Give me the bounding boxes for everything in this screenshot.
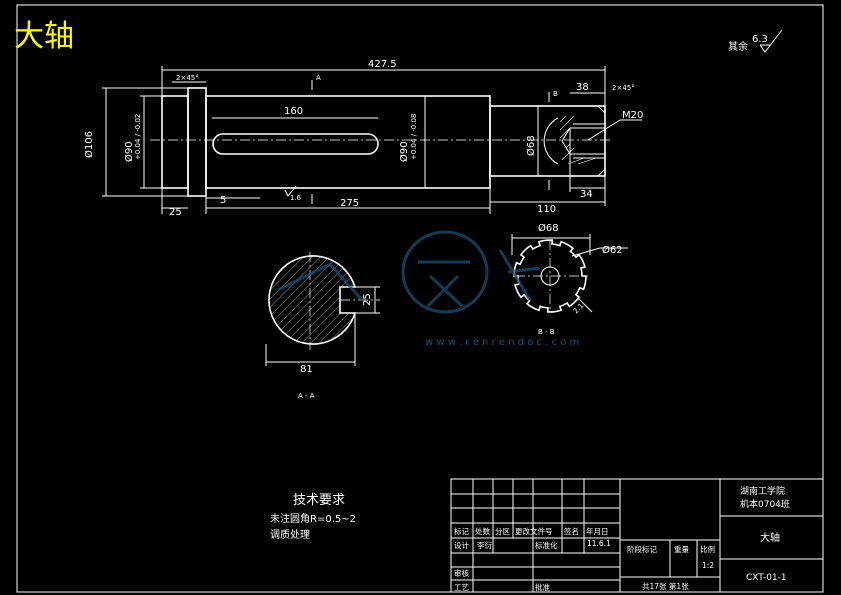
dim-section-b-id: Ø62 — [602, 244, 623, 256]
dim-roughness-mark: 1.6 — [290, 194, 302, 202]
roughness-mark-icon — [284, 185, 297, 197]
roughness-value: 6.3 — [752, 34, 768, 45]
rev-header-mark: 标记 — [454, 526, 469, 536]
shaft-main-view — [150, 87, 612, 197]
shaft-main-body — [205, 95, 491, 189]
shaft-collar — [187, 87, 207, 197]
title-block: 标记 处数 分区 更改文件号 签名 年月日 设计 李衍 标准化 11.6.1 审… — [450, 478, 824, 593]
roughness-tick-icon — [759, 29, 783, 53]
cut-label-a-top: A — [316, 74, 321, 82]
vertical-dimensions: Ø106 Ø90 +0.04 / -0.02 Ø90 +0.04 / -0.08… — [83, 87, 539, 197]
dim-section-a-width: 81 — [300, 364, 313, 375]
section-a-view: 25 81 A - A — [265, 252, 380, 400]
approve-label: 批准 — [535, 582, 550, 592]
design-label: 设计 — [454, 540, 469, 550]
part-name: 大轴 — [760, 531, 780, 544]
roughness-symbol: 其余 6.3 — [728, 29, 783, 53]
dim-hole-depth: 34 — [580, 189, 593, 200]
class-name: 机本0704班 — [740, 498, 790, 510]
drawing-number: CXT-01-1 — [746, 573, 787, 583]
thread-section-boundary — [543, 117, 559, 165]
thread-hole — [569, 127, 606, 155]
section-a-outline — [268, 255, 357, 345]
school-name: 湖南工学院 — [740, 485, 785, 497]
tech-requirement-line-1: 未注圆角R=0.5~2 — [270, 512, 356, 525]
sheet-info: 共17张 第1张 — [642, 581, 689, 591]
dim-section-b-od: Ø68 — [538, 222, 559, 234]
drawing-border — [16, 4, 824, 593]
scale-label: 比例 — [700, 544, 715, 554]
dim-tol-main-left: +0.04 / -0.02 — [134, 114, 142, 160]
section-cut-markers: A B — [311, 74, 558, 204]
section-a-hatch — [268, 256, 355, 344]
dim-keyway-offset: 5 — [220, 195, 226, 206]
watermark-circle-icon — [401, 230, 489, 314]
dim-right-seg: 110 — [537, 204, 556, 215]
dim-right-top: 38 — [576, 82, 589, 93]
section-b-label: B - B — [538, 328, 555, 336]
keyway-slot — [212, 133, 379, 155]
cut-label-b-top: B — [553, 90, 558, 98]
tech-requirements: 技术要求 未注圆角R=0.5~2 调质处理 — [270, 493, 356, 541]
weight-label: 重量 — [674, 545, 689, 554]
section-a-label: A - A — [298, 392, 315, 400]
rev-header-date: 年月日 — [586, 526, 609, 536]
dim-section-a-height: 25 — [362, 293, 373, 306]
title-block-frame — [450, 478, 824, 593]
dim-dia-end: Ø68 — [525, 135, 537, 156]
dim-total-length: 427.5 — [368, 59, 397, 70]
design-date: 11.6.1 — [587, 539, 611, 548]
rev-header-zone: 分区 — [495, 527, 510, 536]
dim-dia-main-right: Ø90 — [398, 141, 410, 162]
rev-header-count: 处数 — [475, 526, 490, 536]
dim-keyway-length: 160 — [284, 106, 303, 117]
dim-tol-main-right: +0.04 / -0.08 — [410, 114, 418, 160]
tech-requirements-heading: 技术要求 — [293, 493, 345, 508]
dim-dia-main-left: Ø90 — [123, 141, 135, 162]
section-b-view: Ø68 Ø62 2.1 B - B — [511, 222, 628, 336]
watermark-logo: w w w . r e n r e n d o c . c o m — [277, 230, 579, 348]
standard-label: 标准化 — [535, 540, 558, 550]
dim-left-seg: 25 — [169, 207, 182, 218]
dim-thread: M20 — [622, 110, 643, 121]
tech-requirement-line-2: 调质处理 — [270, 529, 310, 541]
drawing-title: 大轴 — [14, 19, 74, 54]
rev-header-sign: 签名 — [564, 526, 579, 536]
stage-label: 阶段标记 — [627, 544, 657, 554]
rev-header-docno: 更改文件号 — [515, 526, 553, 536]
review-label: 审核 — [454, 568, 469, 578]
dim-chamfer-left: 2×45° — [176, 74, 199, 82]
scale-value: 1:2 — [702, 561, 714, 570]
dim-mid-seg: 275 — [340, 198, 359, 209]
shaft-left-end — [161, 95, 189, 189]
process-label: 工艺 — [454, 583, 469, 592]
shaft-right-end — [489, 105, 606, 177]
dim-chamfer-right: 2×45° — [612, 84, 635, 92]
dim-dia-collar: Ø106 — [83, 131, 95, 158]
thread-hatch — [559, 115, 597, 165]
watermark-url: w w w . r e n r e n d o c . c o m — [425, 337, 579, 348]
horizontal-dimensions: 427.5 2×45° 2×45° 160 5 1.6 25 275 110 3… — [161, 59, 643, 218]
roughness-prefix: 其余 — [728, 40, 748, 53]
designer-name: 李衍 — [477, 540, 492, 550]
